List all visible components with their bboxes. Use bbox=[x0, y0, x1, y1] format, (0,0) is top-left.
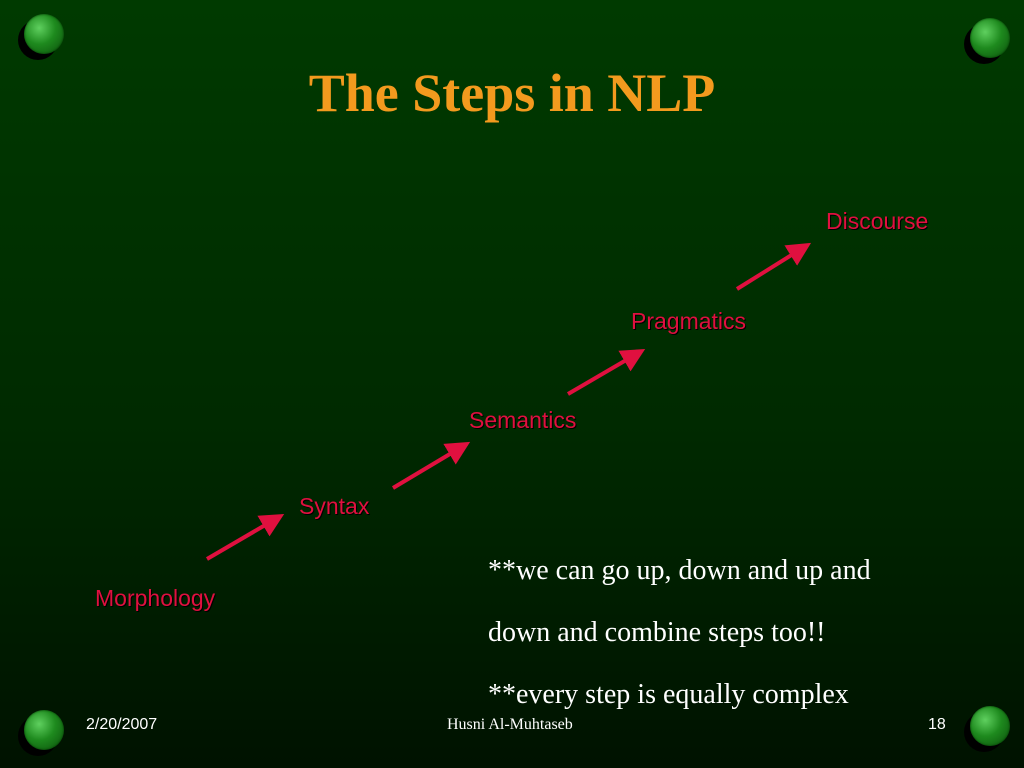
corner-ball-top-left-icon bbox=[18, 14, 68, 60]
step-discourse: Discourse bbox=[826, 208, 929, 234]
footer-page-number: 18 bbox=[928, 716, 946, 733]
corner-ball-top-right-icon bbox=[964, 18, 1014, 64]
step-semantics: Semantics bbox=[469, 407, 577, 433]
note-line-3: **every step is equally complex bbox=[488, 679, 849, 710]
note-line-2: down and combine steps too!! bbox=[488, 617, 826, 648]
step-pragmatics: Pragmatics bbox=[631, 308, 747, 334]
step-syntax: Syntax bbox=[299, 493, 370, 519]
slide-notes: **we can go up, down and up and down and… bbox=[488, 540, 1008, 726]
arrow-pragmatics-to-discourse bbox=[735, 242, 812, 291]
step-morphology: Morphology bbox=[95, 585, 216, 611]
arrow-morphology-to-syntax bbox=[205, 513, 285, 561]
slide-title: The Steps in NLP bbox=[308, 63, 716, 123]
arrow-semantics-to-pragmatics bbox=[566, 348, 646, 396]
footer-author: Husni Al-Muhtaseb bbox=[447, 716, 573, 733]
note-line-1: **we can go up, down and up and bbox=[488, 555, 871, 586]
arrow-syntax-to-semantics bbox=[391, 441, 471, 490]
corner-ball-bottom-left-icon bbox=[18, 710, 68, 756]
footer-date: 2/20/2007 bbox=[86, 716, 158, 733]
corner-ball-bottom-right-icon bbox=[964, 706, 1014, 752]
